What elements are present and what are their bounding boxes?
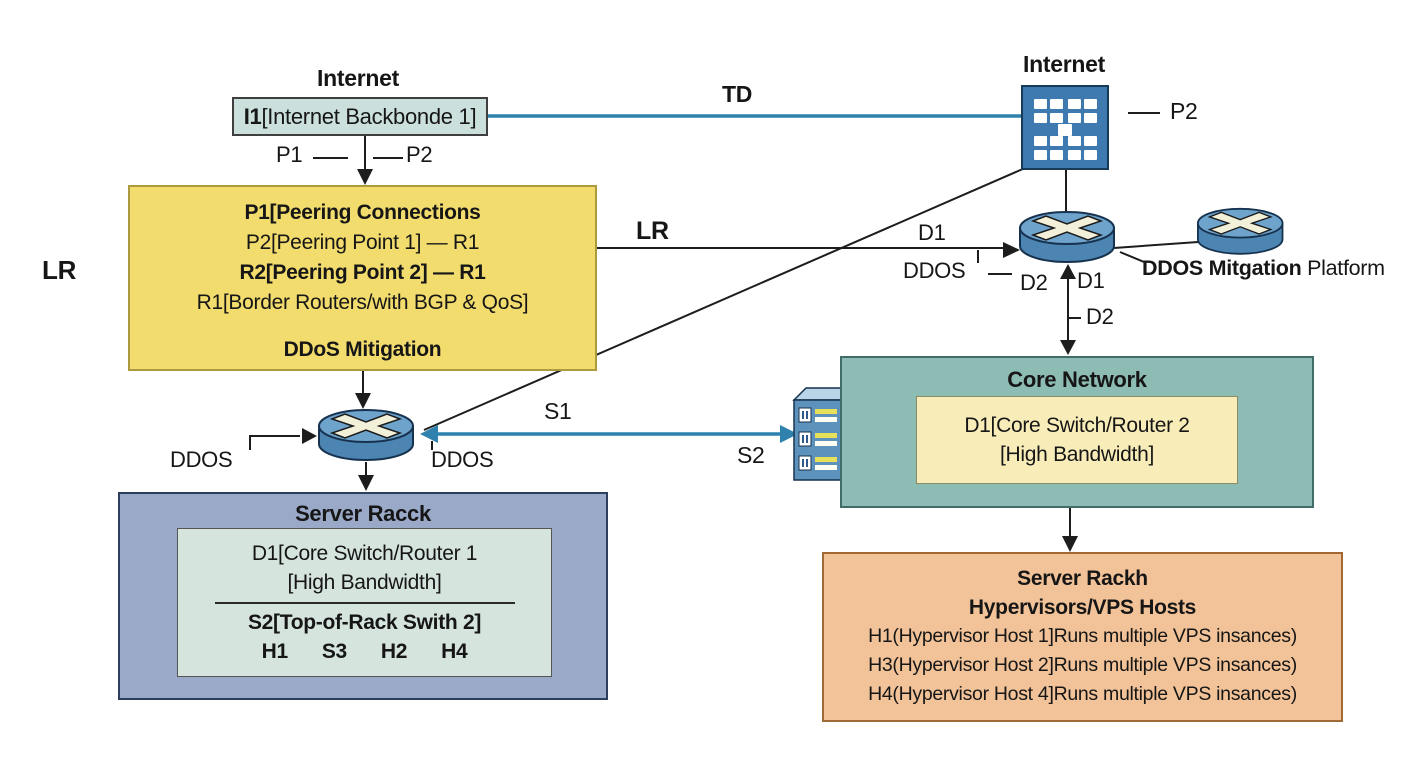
core-switch-line-2: [High Bandwidth]	[1000, 443, 1154, 466]
d2-lower-label: D2	[1086, 304, 1114, 329]
hypervisor-rack-title: Server Rackh	[1017, 567, 1148, 590]
rack-host-h2: H2	[380, 640, 408, 663]
p1-label: P1	[276, 142, 303, 167]
hypervisor-host-1: H1(Hypervisor Host 1]Runs multiple VPS i…	[868, 625, 1297, 647]
p2-right-label: P2	[1170, 98, 1198, 124]
core-switch-line-1: D1[Core Switch/Router 2	[964, 414, 1190, 437]
core-network-title: Core Network	[1007, 367, 1147, 392]
mitigation-platform-label: DDOS Mitgation Platform	[1142, 256, 1385, 280]
tor-switch-line: S2[Top-of-Rack Swith 2]	[247, 611, 482, 634]
hypervisor-rack-box: Server Rackh Hypervisors/VPS Hosts H1(Hy…	[822, 552, 1343, 722]
left-router-icon	[318, 409, 414, 461]
edge-router-icon	[1019, 211, 1115, 263]
d1-right-label: D1	[1077, 268, 1105, 293]
rack-divider	[214, 602, 515, 604]
peering-connections-box: P1[Peering Connections P2[Peering Point …	[128, 185, 597, 371]
hypervisor-rack-subtitle: Hypervisors/VPS Hosts	[968, 596, 1197, 619]
peering-line-4: R1[Border Routers/with BGP & QoS]	[196, 291, 529, 314]
lr-left-label: LR	[42, 255, 77, 285]
internet-title-left: Internet	[317, 65, 399, 91]
ddos-mid-label: DDOS	[903, 258, 966, 283]
internet-grid-icon	[1021, 85, 1109, 170]
peering-line-2: P2[Peering Point 1] — R1	[245, 231, 480, 254]
rack-switch-line-2: [High Bandwidth]	[287, 571, 442, 594]
internet-title-right: Internet	[1023, 51, 1105, 77]
s1-label: S1	[544, 398, 572, 424]
p2-label: P2	[406, 142, 433, 167]
rack-switch-line-1: D1[Core Switch/Router 1	[251, 542, 478, 565]
peering-footer: DDoS Mitigation	[283, 338, 442, 361]
rack-host-s3: S3	[321, 640, 347, 663]
peering-line-3: R2[Peering Point 2] — R1	[239, 261, 486, 284]
lr-line-label: LR	[636, 217, 669, 245]
d1-line-label: D1	[918, 220, 946, 245]
server-rack-detail-box: D1[Core Switch/Router 1 [High Bandwidth]…	[177, 528, 552, 677]
blue-connector-lines	[420, 114, 1022, 443]
ddos-right-label: DDOS	[431, 447, 494, 472]
peering-line-1: P1[Peering Connections	[244, 201, 481, 224]
internet-backbone-box: I1[Internet Backbonde 1]	[232, 97, 488, 136]
server-rack-title: Server Racck	[295, 501, 431, 526]
hypervisor-host-3: H4(Hypervisor Host 4]Runs multiple VPS i…	[868, 683, 1297, 705]
rack-host-h1: H1	[261, 640, 289, 663]
rack-host-h4: H4	[441, 640, 468, 663]
internet-backbone-label: I1[Internet Backbonde 1]	[243, 103, 477, 129]
mitigation-router-icon	[1197, 207, 1284, 255]
hypervisor-host-2: H3(Hypervisor Host 2]Runs multiple VPS i…	[868, 654, 1297, 676]
black-arrowheads	[302, 169, 1078, 552]
d2-left-label: D2	[1020, 270, 1048, 295]
ddos-left-label: DDOS	[170, 447, 233, 472]
rack-hosts-row: H1 S3 H2 H4	[262, 637, 468, 666]
td-label: TD	[722, 81, 753, 107]
s2-label: S2	[737, 442, 765, 468]
internet-to-left-router-line	[423, 167, 1026, 431]
core-switch-box: D1[Core Switch/Router 2 [High Bandwidth]	[916, 396, 1238, 484]
